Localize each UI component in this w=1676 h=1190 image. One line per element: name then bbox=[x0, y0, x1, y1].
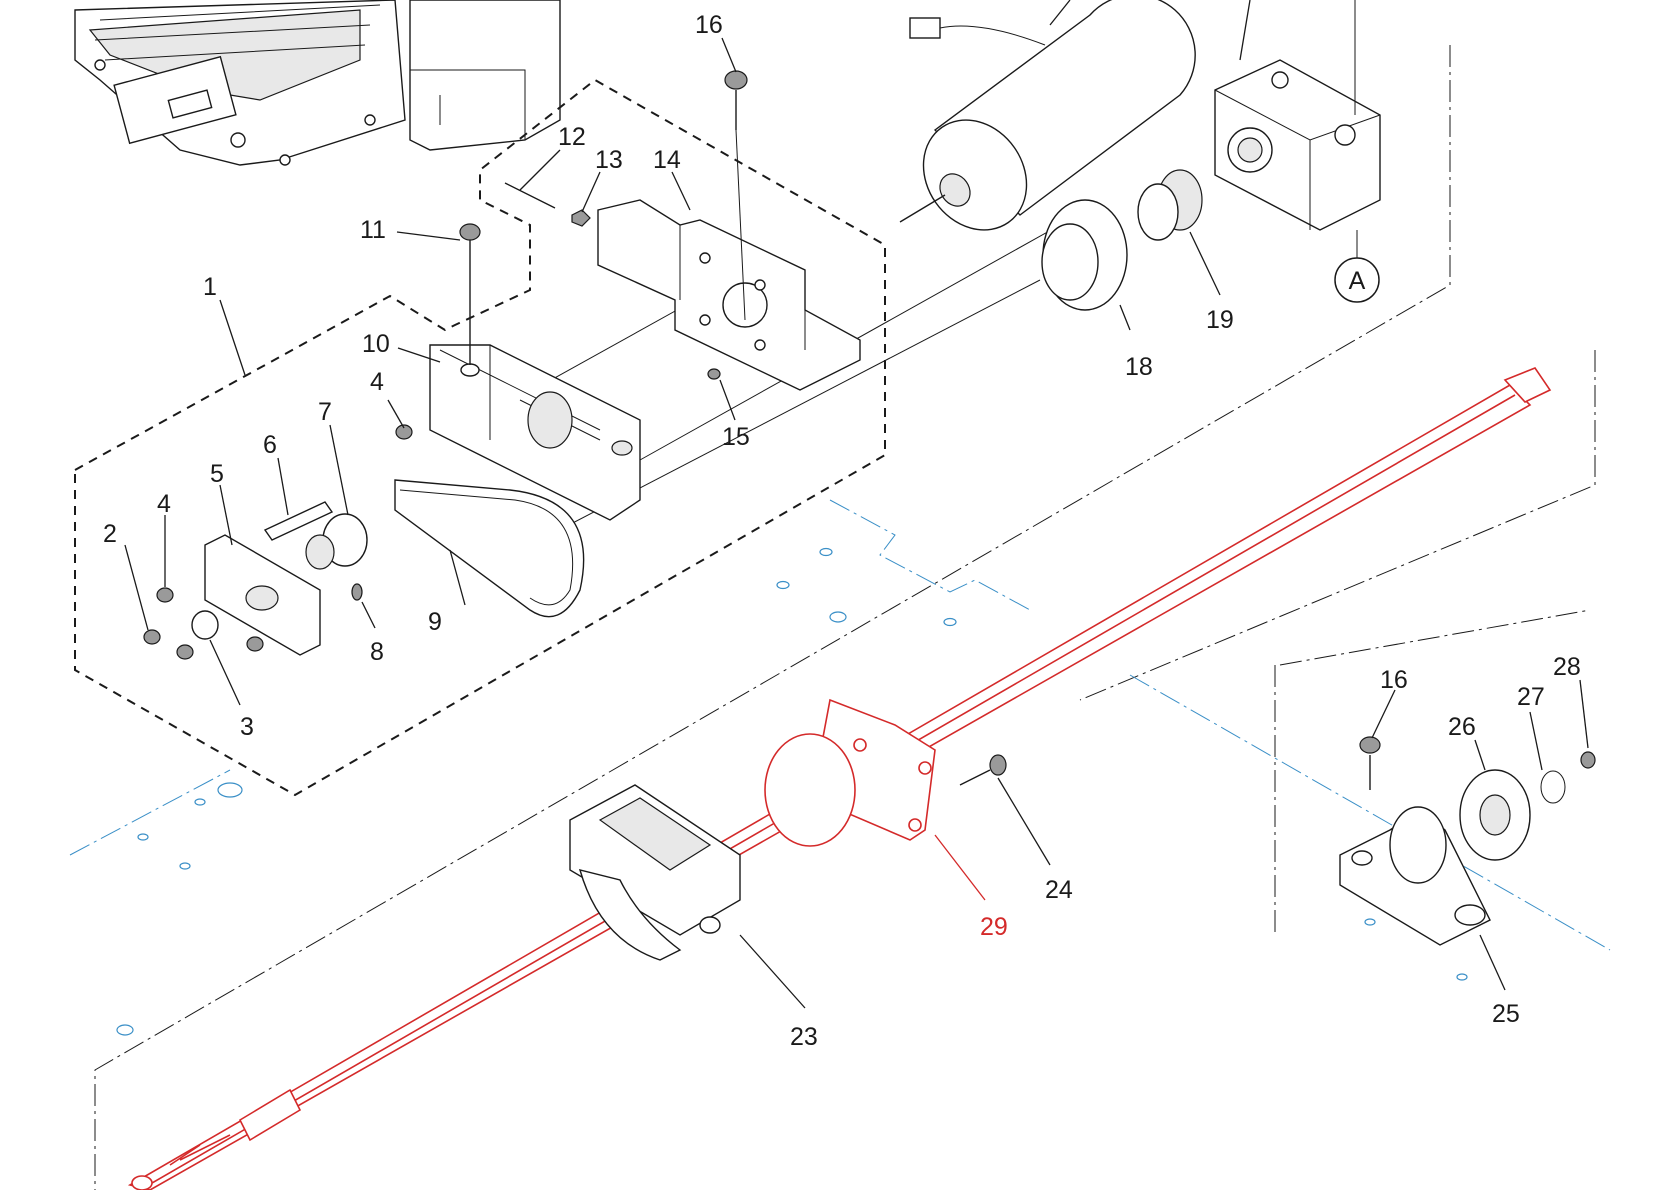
callout-23: 23 bbox=[790, 1023, 818, 1051]
base-plate-holes bbox=[116, 547, 1468, 1036]
motor-bracket bbox=[597, 199, 861, 391]
callout-25: 25 bbox=[1492, 1000, 1520, 1028]
callout-8: 8 bbox=[370, 638, 384, 666]
bolt-24 bbox=[959, 754, 1007, 786]
callout-12: 12 bbox=[558, 123, 586, 151]
nut-holder-23 bbox=[569, 784, 741, 961]
bushing-3 bbox=[191, 610, 219, 640]
callout-14: 14 bbox=[653, 146, 681, 174]
coupling-19 bbox=[1137, 169, 1203, 241]
callout-13: 13 bbox=[595, 146, 623, 174]
svg-text:A: A bbox=[1349, 267, 1366, 295]
callout-11: 11 bbox=[360, 216, 386, 244]
machine-overview-drawing bbox=[74, 0, 561, 166]
lower-bearing-block bbox=[1339, 736, 1596, 946]
belt-tensioner-parts bbox=[143, 182, 721, 660]
callout-26: 26 bbox=[1448, 713, 1476, 741]
callout-24: 24 bbox=[1045, 876, 1073, 904]
callout-6: 6 bbox=[263, 431, 277, 459]
callout-29: 29 bbox=[980, 913, 1008, 941]
callout-15: 15 bbox=[722, 423, 750, 451]
callout-28: 28 bbox=[1553, 653, 1581, 681]
callout-16-lower: 16 bbox=[1380, 666, 1408, 694]
callout-5: 5 bbox=[210, 460, 224, 488]
callout-1: 1 bbox=[203, 273, 217, 301]
ball-screw-29 bbox=[127, 367, 1552, 1190]
reference-marker-a: A bbox=[1334, 257, 1380, 303]
callout-4-upper: 4 bbox=[370, 368, 384, 396]
callout-10: 10 bbox=[362, 330, 390, 358]
callout-4-lower: 4 bbox=[157, 490, 171, 518]
callout-16-top: 16 bbox=[695, 11, 723, 39]
callout-19: 19 bbox=[1206, 306, 1234, 334]
callouts: 1 2 3 4 4 5 6 7 8 9 10 11 12 bbox=[103, 0, 1589, 1051]
upper-bearing-block bbox=[1214, 0, 1381, 258]
belt-9 bbox=[394, 479, 585, 618]
callout-2: 2 bbox=[103, 520, 117, 548]
callout-9: 9 bbox=[428, 608, 442, 636]
callout-3: 3 bbox=[240, 713, 254, 741]
subassembly-boundary-1 bbox=[74, 78, 886, 797]
drive-motor bbox=[899, 0, 1196, 231]
shaft-6 bbox=[263, 501, 334, 541]
callout-27: 27 bbox=[1517, 683, 1545, 711]
callout-7: 7 bbox=[318, 398, 332, 426]
callout-18: 18 bbox=[1125, 353, 1153, 381]
pulley-18-face bbox=[1041, 223, 1099, 301]
